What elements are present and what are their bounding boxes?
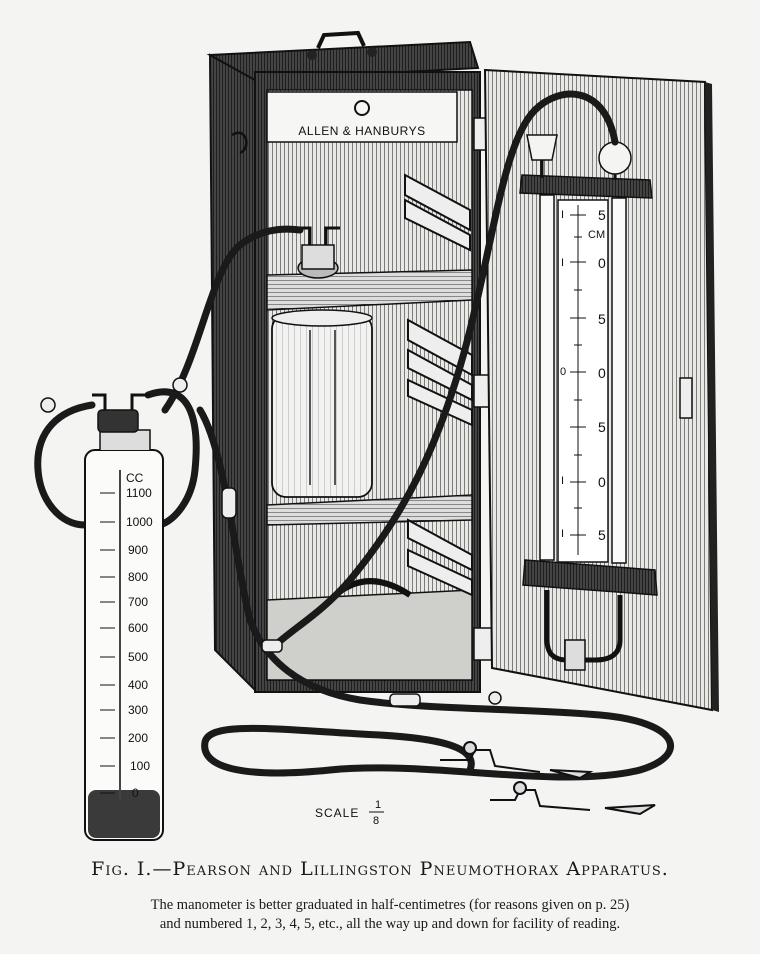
cylinder-scale-label: 300 xyxy=(128,703,148,717)
manometer-scale-label: 5 xyxy=(598,311,606,327)
figure-caption-title: Fig. I.—Pearson and Lillingston Pneumoth… xyxy=(91,858,669,880)
cylinder-scale-label: 400 xyxy=(128,678,148,692)
cylinder-scale-label: 500 xyxy=(128,650,148,664)
cylinder-scale-label: 1000 xyxy=(126,515,153,529)
caption-line-1: The manometer is better graduated in hal… xyxy=(150,897,630,913)
scale-numerator: 1 xyxy=(375,799,381,811)
manometer-side-mark: I xyxy=(561,209,564,221)
manometer-unit-label: CM xyxy=(588,229,605,241)
cylinder-scale-label: 900 xyxy=(128,543,148,557)
manometer-scale-label: 0 xyxy=(598,255,606,271)
manometer: CM 5 0 5 0 5 0 5 I I 0 I I xyxy=(519,134,658,671)
manometer-scale-label: 5 xyxy=(598,527,606,543)
cylinder-scale-label: 800 xyxy=(128,570,148,584)
cylinder-scale-label: 600 xyxy=(128,621,148,635)
scale-denominator: 8 xyxy=(373,815,379,827)
cylinder-scale-label: 1100 xyxy=(126,486,152,500)
brand-plate: ALLEN & HANBURYS xyxy=(266,91,458,143)
cylinder-unit-label: CC xyxy=(126,471,144,485)
manometer-scale-label: 0 xyxy=(598,474,606,490)
graduated-cylinder: CC 1100 1000 900 800 700 600 500 400 300… xyxy=(84,393,164,841)
manometer-scale-label: 0 xyxy=(598,365,606,381)
cylinder-scale-label: 200 xyxy=(128,731,148,745)
brand-label: ALLEN & HANBURYS xyxy=(298,124,425,138)
cylinder-scale-label: 0 xyxy=(132,786,139,800)
scale-note: SCALE 1 8 xyxy=(315,799,384,827)
manometer-side-mark: I xyxy=(561,528,564,540)
apparatus-illustration: ALLEN & HANBURYS xyxy=(34,30,719,841)
cylinder-scale-label: 100 xyxy=(130,759,150,773)
caption-line-2: and numbered 1, 2, 3, 4, 5, etc., all th… xyxy=(159,916,621,932)
manometer-side-mark: I xyxy=(561,475,564,487)
tube-clips xyxy=(40,377,502,707)
figure-caption-text: The manometer is better graduated in hal… xyxy=(50,896,730,934)
cylinder-scale-label: 700 xyxy=(128,595,148,609)
manometer-side-mark: 0 xyxy=(560,366,566,378)
manometer-scale-label: 5 xyxy=(598,419,606,435)
scale-label: SCALE xyxy=(315,806,359,820)
manometer-side-mark: I xyxy=(561,257,564,269)
glass-jar xyxy=(271,309,373,498)
trocars xyxy=(440,741,656,816)
manometer-scale-label: 5 xyxy=(598,207,606,223)
wash-bottle xyxy=(297,226,340,279)
